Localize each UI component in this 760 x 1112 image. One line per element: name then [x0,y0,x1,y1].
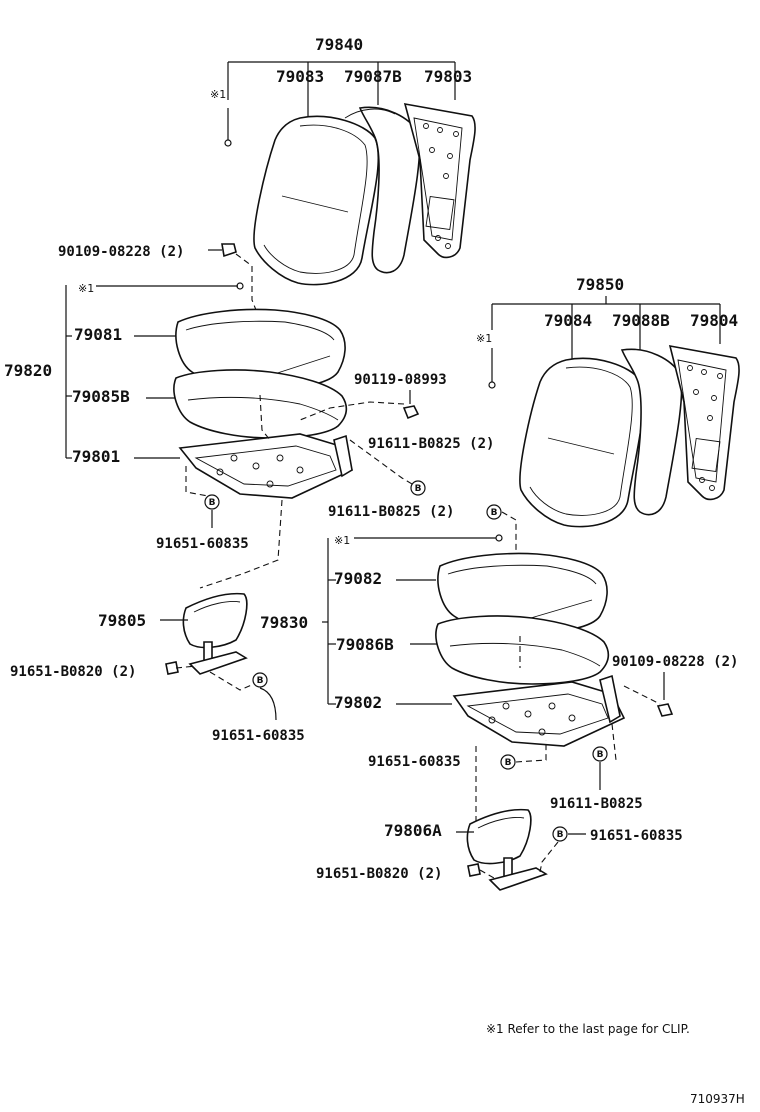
svg-text:B: B [505,758,512,768]
part-number-90109-top: 90109-08228 (2) [58,244,184,260]
part-number-79804: 79804 [690,311,738,330]
figure-id: 710937H [690,1092,745,1106]
bolt-marker-b: B [410,480,426,496]
armrest-left [182,592,248,675]
part-number-79085B: 79085B [72,387,130,406]
part-number-79803: 79803 [424,67,472,86]
bolt-icon [467,863,481,877]
part-number-79830: 79830 [260,613,308,632]
part-number-79086B: 79086B [336,635,394,654]
bolt-marker-b: B [252,672,268,688]
seat-back-group-left [224,61,476,286]
clip-mark: ※1 [476,332,492,345]
part-number-91651-b: 91651-60835 [212,728,305,744]
bolt-marker-b: B [500,754,516,770]
clip-mark: ※1 [78,282,94,295]
part-number-79083: 79083 [276,67,324,86]
svg-text:B: B [257,676,264,686]
svg-text:B: B [209,498,216,508]
part-number-90119: 90119-08993 [354,372,447,388]
seat-back-frame [403,102,476,259]
bolt-icon [656,703,674,717]
seat-cushion-pad [173,369,348,439]
part-number-90109-right: 90109-08228 (2) [612,654,738,670]
part-number-91651B-a: 91651-B0820 (2) [10,664,136,680]
seat-back-cover [253,115,380,286]
part-number-79850: 79850 [576,275,624,294]
part-number-91611-c: 91611-B0825 [550,796,643,812]
part-number-91611-b: 91611-B0825 (2) [328,504,454,520]
bolt-icon [402,405,420,420]
bolt-marker-b: B [592,746,608,762]
part-number-79081: 79081 [74,325,122,344]
part-number-79801: 79801 [72,447,120,466]
svg-text:B: B [491,508,498,518]
seat-cushion-pad [435,615,610,685]
part-number-91651-a: 91651-60835 [156,536,249,552]
part-number-91611-a: 91611-B0825 (2) [368,436,494,452]
seat-back-cover [519,357,645,528]
svg-text:B: B [597,750,604,760]
part-number-79088B: 79088B [612,311,670,330]
armrest-right [466,808,548,891]
seat-back-group-right [519,344,740,528]
svg-text:B: B [557,830,564,840]
bolt-icon [165,661,179,675]
part-number-79087B: 79087B [344,67,402,86]
seat-back-frame [668,344,740,501]
bolt-marker-b: B [204,494,220,510]
bolt-marker-b: B [552,826,568,842]
part-number-79802: 79802 [334,693,382,712]
bolt-marker-b: B [486,504,502,520]
part-number-91651B-b: 91651-B0820 (2) [316,866,442,882]
part-number-91651-c: 91651-60835 [368,754,461,770]
bolt-icon [221,243,257,311]
footnote: ※1 Refer to the last page for CLIP. [486,1022,690,1036]
seat-cushion-frame [452,674,626,747]
part-number-91651-d: 91651-60835 [590,828,683,844]
part-number-79805: 79805 [98,611,146,630]
part-number-79806A: 79806A [384,821,442,840]
part-number-79840: 79840 [315,35,363,54]
clip-mark: ※1 [334,534,350,547]
clip-mark: ※1 [210,88,226,101]
part-number-79082: 79082 [334,569,382,588]
seat-cushion-frame [178,433,354,499]
part-number-79084: 79084 [544,311,592,330]
svg-text:B: B [415,484,422,494]
seat-cushion-cover [437,552,608,635]
part-number-79820: 79820 [4,361,52,380]
